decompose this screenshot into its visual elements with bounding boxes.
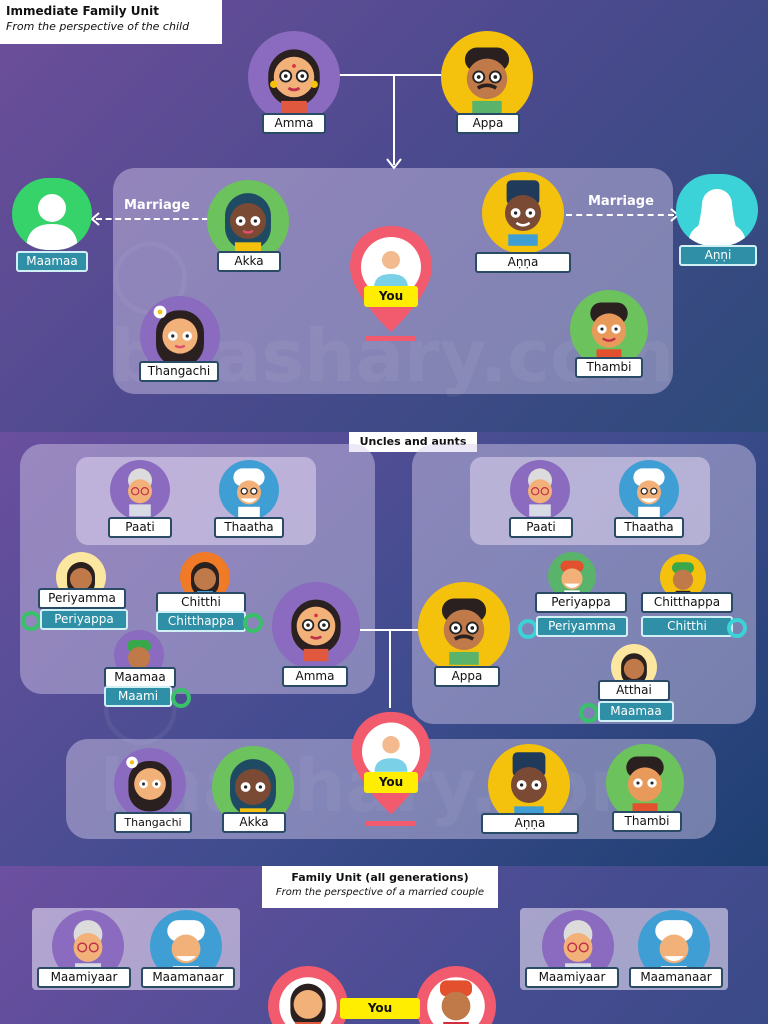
maamiyaar-label: Maamiyaar	[37, 967, 131, 988]
husband-avatar	[416, 966, 496, 1024]
appa-label: Appa	[434, 666, 500, 687]
wife-avatar	[268, 966, 348, 1024]
all-generations-section: Family Unit (all generations) From the p…	[0, 866, 768, 1024]
uncles-aunts-section: ◯ bhashary.com Uncles and aunts Paati Th…	[0, 432, 768, 866]
parents-child-connector	[393, 75, 395, 165]
maamanaar-label: Maamanaar	[629, 967, 723, 988]
paati-avatar	[110, 460, 170, 520]
section-title: Uncles and aunts	[349, 432, 477, 452]
you-label: You	[340, 998, 420, 1019]
paati-label: Paati	[509, 517, 573, 538]
marriage-label-right: Marriage	[588, 194, 654, 209]
you-pin-icon	[351, 711, 431, 815]
chitthi-label: Chitthi	[156, 592, 246, 613]
you-label: You	[364, 772, 418, 793]
arrow-down-icon	[386, 158, 402, 170]
spouse-ring-icon	[579, 703, 599, 723]
section-title: Immediate Family Unit	[6, 4, 159, 18]
you-pin-icon	[350, 226, 432, 332]
immediate-family-section: ◯ bhashary.com Immediate Family Unit Fro…	[0, 0, 768, 432]
akka-avatar	[207, 180, 289, 262]
section-title-box: Immediate Family Unit From the perspecti…	[0, 0, 222, 44]
anni-label: Aṇṇi	[679, 245, 757, 266]
thambi-avatar	[606, 744, 684, 822]
thambi-label: Thambi	[575, 357, 643, 378]
spouse-ring-icon	[727, 618, 747, 638]
chitthappa-label: Chitthappa	[641, 592, 733, 613]
anni-silhouette-icon	[676, 174, 758, 246]
periyamma-label: Periyamma	[38, 588, 126, 609]
section-subtitle: From the perspective of a married couple	[275, 887, 485, 898]
amma-avatar	[248, 31, 340, 123]
thangachi-avatar	[114, 748, 186, 820]
marriage-label-left: Marriage	[124, 198, 190, 213]
thaatha-label: Thaatha	[614, 517, 684, 538]
periyamma-spouse-label: Periyamma	[536, 616, 628, 637]
paati-avatar	[510, 460, 570, 520]
periyappa-label: Periyappa	[535, 592, 627, 613]
thaatha-avatar	[619, 460, 679, 520]
chitthappa-spouse-label: Chitthappa	[156, 611, 246, 632]
maami-spouse-label: Maami	[104, 686, 172, 707]
thaatha-label: Thaatha	[214, 517, 284, 538]
maamaa-spouse-label: Maamaa	[598, 701, 674, 722]
marriage-line-left	[96, 218, 208, 220]
spouse-ring-icon	[243, 613, 263, 633]
anna-avatar	[488, 744, 570, 826]
maamaa-silhouette-icon	[12, 178, 92, 250]
maamiyaar-label: Maamiyaar	[525, 967, 619, 988]
pin-base	[366, 821, 416, 826]
chitthi-spouse-label: Chitthi	[641, 616, 733, 637]
paati-label: Paati	[108, 517, 172, 538]
anna-label: Aṇṇa	[481, 813, 579, 834]
section-title-box: Family Unit (all generations) From the p…	[262, 866, 498, 908]
anna-avatar	[482, 172, 564, 254]
marriage-line-right	[566, 214, 674, 216]
maamaa-label: Maamaa	[104, 667, 176, 688]
akka-label: Akka	[217, 251, 281, 272]
periyappa-spouse-label: Periyappa	[40, 609, 128, 630]
thangachi-label: Thangachi	[139, 361, 219, 382]
parents-connector	[338, 74, 444, 76]
appa-label: Appa	[456, 113, 520, 134]
spouse-ring-icon	[21, 611, 41, 631]
you-label: You	[364, 286, 418, 307]
section-subtitle: From the perspective of the child	[6, 20, 190, 33]
amma-label: Amma	[282, 666, 348, 687]
amma-label: Amma	[262, 113, 326, 134]
thambi-label: Thambi	[612, 811, 682, 832]
arrow-left-icon	[90, 212, 100, 226]
thangachi-label: Thangachi	[114, 812, 192, 833]
appa-avatar	[418, 582, 510, 674]
amma-avatar	[272, 582, 360, 670]
parents-child-connector	[389, 630, 391, 708]
spouse-ring-icon	[171, 688, 191, 708]
pin-base	[366, 336, 416, 341]
thaatha-avatar	[219, 460, 279, 520]
appa-avatar	[441, 31, 533, 123]
section-title: Family Unit (all generations)	[291, 871, 469, 884]
maamaa-label: Maamaa	[16, 251, 88, 272]
anna-label: Aṇṇa	[475, 252, 571, 273]
atthai-label: Atthai	[598, 680, 670, 701]
akka-avatar	[212, 746, 294, 828]
akka-label: Akka	[222, 812, 286, 833]
thambi-avatar	[570, 290, 648, 368]
maamanaar-label: Maamanaar	[141, 967, 235, 988]
